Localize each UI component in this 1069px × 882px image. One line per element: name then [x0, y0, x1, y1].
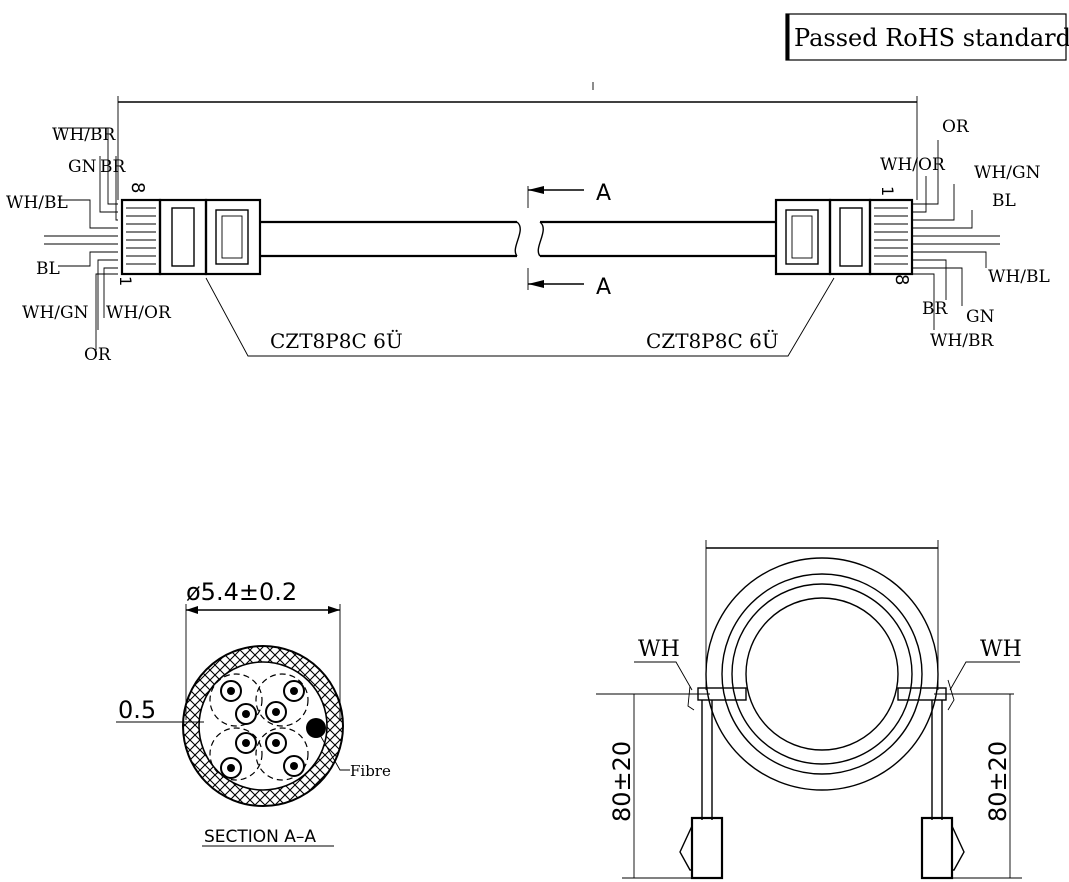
- coil-tie-right-label: WH: [980, 637, 1022, 662]
- left-label-whbr: WH/BR: [52, 125, 117, 145]
- left-wire-fanout: [44, 127, 118, 350]
- rohs-text: Passed RoHS standard: [794, 24, 1069, 52]
- right-label-whor: WH/OR: [880, 155, 946, 175]
- right-label-bl: BL: [992, 191, 1016, 211]
- right-model-label: CZT8P8C 6Ü: [646, 328, 779, 353]
- lead-length-right: 80±20: [984, 741, 1012, 822]
- right-pin-1: 1: [878, 186, 897, 196]
- right-label-or: OR: [942, 117, 970, 137]
- connector-model-leaders: [205, 277, 835, 357]
- rohs-badge: Passed RoHS standard: [785, 13, 1069, 61]
- lead-length-left: 80±20: [608, 741, 636, 822]
- left-pin-1: 1: [116, 276, 135, 286]
- cable-break: [514, 220, 776, 258]
- left-label-bl: BL: [36, 259, 60, 279]
- right-wire-fanout: [912, 140, 1000, 330]
- left-label-gn: GN: [68, 157, 97, 177]
- left-label-whor: WH/OR: [106, 303, 172, 323]
- left-label-br: BR: [100, 157, 126, 177]
- right-label-br: BR: [922, 299, 948, 319]
- left-pin-8: 8: [127, 182, 148, 193]
- section-letter-bottom: A: [596, 275, 611, 300]
- section-letter-top: A: [596, 181, 611, 206]
- left-label-or: OR: [84, 345, 112, 365]
- right-pin-8: 8: [891, 274, 912, 285]
- section-title: SECTION A–A: [204, 827, 316, 847]
- left-label-whgn: WH/GN: [22, 303, 89, 323]
- cross-section: [116, 604, 350, 847]
- left-model-label: CZT8P8C 6Ü: [270, 328, 403, 353]
- overall-length-dimension: [117, 82, 918, 200]
- fibre-label: Fibre: [350, 762, 391, 780]
- coil-view: [596, 540, 1022, 880]
- coil-tie-left-label: WH: [638, 637, 680, 662]
- right-label-whgn: WH/GN: [974, 163, 1041, 183]
- section-cut-marks: [527, 186, 584, 290]
- right-label-whbl: WH/BL: [988, 267, 1050, 287]
- right-label-gn: GN: [966, 307, 995, 327]
- diameter-label: ø5.4±0.2: [186, 578, 297, 606]
- jacket-thickness-label: 0.5: [118, 696, 156, 724]
- right-plug: [774, 198, 914, 276]
- left-plug: [120, 198, 517, 276]
- left-label-whbl: WH/BL: [6, 193, 68, 213]
- right-label-whbr: WH/BR: [930, 331, 995, 351]
